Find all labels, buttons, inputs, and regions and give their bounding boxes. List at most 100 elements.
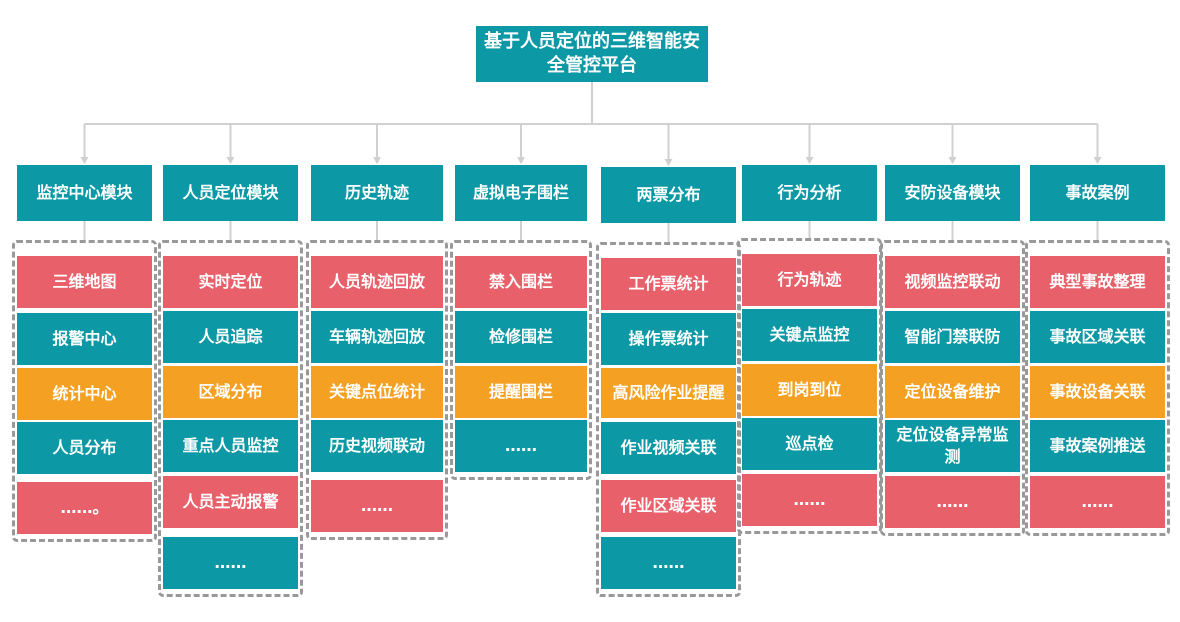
module-2-item: 历史视频联动 <box>311 420 443 472</box>
module-6-item-label: 定位设备异常监测 <box>896 425 1009 466</box>
module-4-item: …… <box>601 537 736 589</box>
module-4-item: 操作票统计 <box>601 313 736 365</box>
module-0-arrow <box>80 157 89 164</box>
module-3-item-label: …… <box>505 436 537 455</box>
module-2-item-label: …… <box>361 496 393 515</box>
module-0-item: ……。 <box>17 482 152 534</box>
module-0-header: 监控中心模块 <box>17 165 152 221</box>
module-4-header: 两票分布 <box>601 167 736 223</box>
module-1-item: 区域分布 <box>163 366 298 418</box>
module-0-item-label: 三维地图 <box>52 272 117 291</box>
module-6-item: 视频监控联动 <box>885 256 1020 308</box>
module-1-item-label: 人员追踪 <box>198 327 263 346</box>
module-4-item: 工作票统计 <box>601 258 736 310</box>
module-5-item-label: 到岗到位 <box>777 380 842 399</box>
module-5-item: 到岗到位 <box>742 364 877 416</box>
module-4-item-label: …… <box>652 553 685 572</box>
module-2-item: 人员轨迹回放 <box>311 256 443 308</box>
module-5-arrow <box>805 157 814 164</box>
module-1-item-label: 人员主动报警 <box>182 492 279 511</box>
module-6-arrow <box>948 157 957 164</box>
module-6-item: 智能门禁联防 <box>885 311 1020 363</box>
module-3-arrow <box>517 157 525 164</box>
module-3-group <box>450 240 592 480</box>
module-3-header-label: 虚拟电子围栏 <box>472 183 569 202</box>
module-6-header-label: 安防设备模块 <box>904 183 1001 202</box>
module-2-item-label: 关键点位统计 <box>328 382 425 401</box>
module-4-item-label: 高风险作业提醒 <box>612 383 725 402</box>
module-3-item-label: 检修围栏 <box>488 327 553 346</box>
module-4-item-label: 工作票统计 <box>628 274 709 293</box>
module-5-item: 行为轨迹 <box>742 254 877 306</box>
module-4-item: 作业视频关联 <box>601 422 736 474</box>
module-3-item-label: 禁入围栏 <box>488 272 553 291</box>
module-4-item-label: 操作票统计 <box>628 329 709 348</box>
module-7-item: …… <box>1030 476 1165 528</box>
module-1-item: 重点人员监控 <box>163 420 298 472</box>
module-2-item: …… <box>311 480 443 532</box>
module-4-header-label: 两票分布 <box>636 185 701 204</box>
module-6-item-label: 定位设备维护 <box>904 382 1001 401</box>
module-5-item: 巡点检 <box>742 418 877 470</box>
module-5-item: …… <box>742 474 877 526</box>
module-3-header: 虚拟电子围栏 <box>455 165 587 221</box>
module-6-item-label: 智能门禁联防 <box>904 327 1001 346</box>
module-1-item-label: 区域分布 <box>198 382 263 401</box>
module-7-item: 典型事故整理 <box>1030 256 1165 308</box>
module-1-item: 实时定位 <box>163 256 298 308</box>
module-1-item: 人员主动报警 <box>163 476 298 528</box>
module-5-item-label: …… <box>793 490 826 509</box>
module-7-item-label: …… <box>1081 492 1114 511</box>
module-3-item: 提醒围栏 <box>455 366 587 418</box>
module-7-item: 事故设备关联 <box>1030 366 1165 418</box>
module-5-item-label: 巡点检 <box>785 434 834 453</box>
module-7-group <box>1025 240 1170 536</box>
module-0-item-label: 报警中心 <box>52 329 117 348</box>
module-6-group <box>880 240 1025 536</box>
module-0-item: 统计中心 <box>17 368 152 420</box>
module-2-header-label: 历史轨迹 <box>344 183 409 202</box>
module-7-arrow <box>1093 157 1102 164</box>
module-5-item-label: 行为轨迹 <box>777 270 842 289</box>
module-1-arrow <box>226 157 235 164</box>
module-6-header: 安防设备模块 <box>885 165 1020 221</box>
module-5-item: 关键点监控 <box>742 309 877 361</box>
module-6-item: 定位设备维护 <box>885 366 1020 418</box>
module-1-item: 人员追踪 <box>163 311 298 363</box>
module-0-group <box>12 240 157 542</box>
module-6-item: …… <box>885 476 1020 528</box>
module-0-item: 人员分布 <box>17 422 152 474</box>
module-6-item-label: …… <box>936 492 969 511</box>
module-2-arrow <box>373 157 381 164</box>
module-5-item-label: 关键点监控 <box>769 325 850 344</box>
module-5-header-label: 行为分析 <box>777 183 842 202</box>
module-2-item: 车辆轨迹回放 <box>311 311 443 363</box>
module-4-item-label: 作业区域关联 <box>620 496 717 515</box>
module-1-item: …… <box>163 537 298 589</box>
module-3-item: 检修围栏 <box>455 311 587 363</box>
module-0-item-label: 人员分布 <box>52 438 117 457</box>
module-1-item-label: 重点人员监控 <box>182 436 279 455</box>
module-2-item-label: 人员轨迹回放 <box>328 272 425 291</box>
module-7-item-label: 典型事故整理 <box>1049 272 1146 291</box>
module-4-arrow <box>664 159 673 166</box>
module-7-item: 事故区域关联 <box>1030 311 1165 363</box>
module-6-item: 定位设备异常监测 <box>885 420 1020 472</box>
module-2-header: 历史轨迹 <box>311 165 443 221</box>
module-2-item: 关键点位统计 <box>311 366 443 418</box>
root-node-label: 基于人员定位的三维智能安全管控平台 <box>484 31 700 76</box>
module-7-item-label: 事故案例推送 <box>1049 436 1146 455</box>
module-2-item-label: 车辆轨迹回放 <box>328 327 425 346</box>
module-1-item-label: …… <box>214 553 247 572</box>
module-6-item-label: 视频监控联动 <box>904 272 1001 291</box>
root-node: 基于人员定位的三维智能安全管控平台 <box>476 26 708 82</box>
module-7-item-label: 事故区域关联 <box>1049 327 1146 346</box>
module-0-item: 报警中心 <box>17 313 152 365</box>
module-0-item: 三维地图 <box>17 256 152 308</box>
module-1-header: 人员定位模块 <box>163 165 298 221</box>
module-0-item-label: ……。 <box>60 498 109 517</box>
module-3-item-label: 提醒围栏 <box>488 382 553 401</box>
module-0-header-label: 监控中心模块 <box>36 183 133 202</box>
module-2-group <box>306 240 448 540</box>
